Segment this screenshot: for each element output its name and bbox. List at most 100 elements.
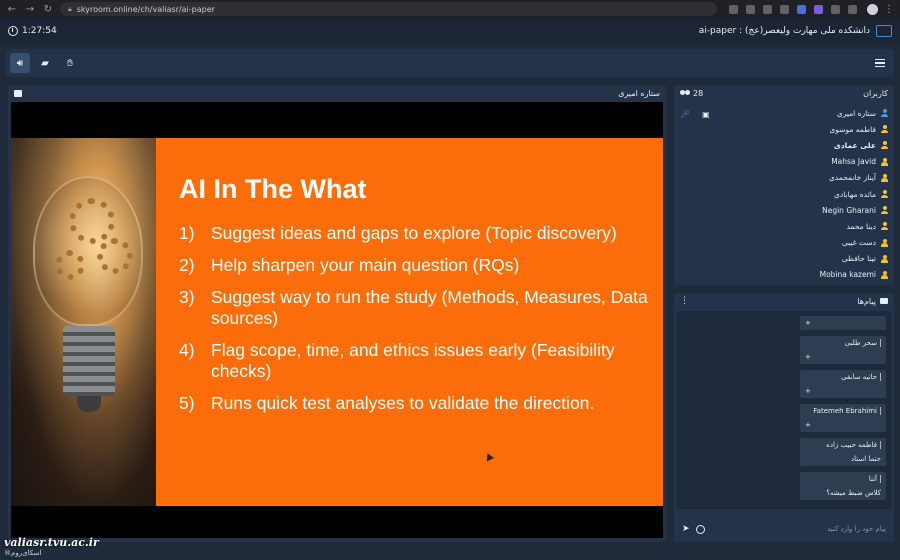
item-number: 3) bbox=[179, 287, 195, 307]
user-item[interactable]: Mahsa Javid bbox=[738, 154, 888, 170]
item-text: Runs quick test analyses to validate the… bbox=[211, 393, 595, 413]
profile-avatar[interactable] bbox=[867, 3, 878, 15]
item-text: Suggest ideas and gaps to explore (Topic… bbox=[211, 223, 617, 243]
timer-value: 1:27:54 bbox=[22, 26, 57, 36]
lightbulb-gears-image bbox=[11, 138, 156, 506]
reload-icon[interactable]: ↻ bbox=[43, 3, 53, 15]
share-icon[interactable] bbox=[763, 4, 772, 14]
item-number: 4) bbox=[179, 340, 195, 360]
user-item[interactable]: Mobina kazemi bbox=[738, 267, 888, 283]
user-name: Negin Gharani bbox=[822, 205, 876, 215]
extension-icon[interactable] bbox=[814, 4, 823, 14]
user-name: فاطمه موسوی bbox=[829, 124, 876, 134]
folder-icon: ▰ bbox=[41, 57, 49, 69]
user-item[interactable]: آیناز خانمحمدی bbox=[738, 170, 888, 186]
item-number: 5) bbox=[179, 393, 195, 413]
chat-bubble-icon bbox=[880, 298, 888, 304]
browser-chrome: ← → ↻ 🔒︎ skyroom.online/ch/valiasr/ai-pa… bbox=[0, 0, 900, 18]
user-item[interactable]: علی عمادی bbox=[738, 137, 888, 153]
url-text: skyroom.online/ch/valiasr/ai-paper bbox=[76, 4, 215, 14]
back-icon[interactable]: ← bbox=[7, 3, 17, 15]
chat-message: سحر طلبی + bbox=[800, 336, 886, 364]
reaction-plus[interactable]: + bbox=[805, 421, 811, 429]
item-number: 2) bbox=[179, 255, 195, 275]
reaction-plus[interactable]: + bbox=[805, 387, 811, 395]
message-sender: Fatemeh Ebrahimi bbox=[805, 407, 881, 415]
list-item: 1) Suggest ideas and gaps to explore (Top… bbox=[179, 223, 649, 244]
extension-icon[interactable] bbox=[797, 4, 806, 14]
shared-screen: AI In The What 1)Suggest ideas and gaps … bbox=[11, 102, 663, 538]
item-number: 1) bbox=[179, 223, 195, 243]
microphone-icon[interactable]: 🎤︎ bbox=[680, 110, 691, 119]
slide: AI In The What 1)Suggest ideas and gaps … bbox=[11, 138, 663, 506]
message-sender: آتنا bbox=[805, 475, 881, 483]
emoji-icon[interactable] bbox=[695, 524, 705, 534]
user-item[interactable]: ستاره امیری bbox=[738, 105, 888, 121]
user-name: Mahsa Javid bbox=[831, 157, 876, 167]
user-list: ستاره امیری فاطمه موسوی علی عمادی Mahsa … bbox=[738, 105, 888, 283]
item-text: Help sharpen your main question (RQs) bbox=[211, 255, 520, 275]
message-list: + سحر طلبی + حانیه سابقی + Fatemeh Ebrah… bbox=[677, 311, 891, 509]
sidebar-icon[interactable] bbox=[848, 4, 857, 14]
presenter-name: ستاره امیری bbox=[618, 88, 660, 98]
user-name: Mobina kazemi bbox=[819, 270, 876, 280]
list-item: 5) Runs quick test analyses to validate t… bbox=[179, 393, 649, 414]
brand-label: اسکای‌روم® bbox=[4, 549, 42, 557]
user-count: 28 bbox=[693, 88, 704, 98]
university-logo bbox=[876, 25, 892, 37]
address-bar[interactable]: 🔒︎ skyroom.online/ch/valiasr/ai-paper bbox=[60, 2, 717, 16]
item-text: Suggest way to run the study (Methods, M… bbox=[211, 287, 648, 328]
main-menu-button[interactable] bbox=[870, 53, 890, 73]
hand-raise-icon: ✋︎ bbox=[67, 57, 73, 69]
user-item[interactable]: دینا محمد bbox=[738, 218, 888, 234]
user-icon bbox=[881, 109, 888, 118]
reaction-plus[interactable]: + bbox=[805, 353, 811, 361]
user-item[interactable]: دست غیبی bbox=[738, 235, 888, 251]
user-icon bbox=[881, 173, 888, 182]
user-icon bbox=[881, 222, 888, 231]
user-icon bbox=[881, 125, 888, 134]
presenter-panel: ستاره امیری AI In The What 1)Suggest ide… bbox=[8, 85, 666, 542]
screen-icon[interactable]: ▣ bbox=[702, 110, 710, 119]
list-item: 3) Suggest way to run the study (Methods,… bbox=[179, 287, 649, 329]
forward-icon[interactable]: → bbox=[25, 3, 35, 15]
message-body: حتما استاد bbox=[850, 455, 881, 463]
hamburger-menu-icon bbox=[875, 59, 885, 67]
list-item: 2) Help sharpen your main question (RQs) bbox=[179, 255, 649, 276]
user-name: دینا محمد bbox=[846, 221, 877, 231]
chat-options-icon[interactable]: ⋮ bbox=[680, 296, 689, 306]
user-item[interactable]: تینا حافظی bbox=[738, 251, 888, 267]
reaction-plus[interactable]: + bbox=[805, 319, 811, 327]
menu-dots-icon[interactable]: ⋮ bbox=[884, 3, 894, 15]
user-item[interactable]: فاطمه موسوی bbox=[738, 121, 888, 137]
raise-hand-button[interactable]: ✋︎ bbox=[60, 53, 80, 73]
users-panel: 28 کاربران 🎤︎ ▣ ستاره امیری فاطمه موسوی … bbox=[674, 85, 894, 285]
list-item: 4)Flag scope, time, and ethics issues ea… bbox=[179, 340, 649, 382]
speaker-icon: 🔊︎ bbox=[16, 57, 24, 69]
room-title: دانشکده ملی مهارت ولیعصر(عج) : ai-paper bbox=[698, 26, 870, 36]
chat-message: حانیه سابقی + bbox=[800, 370, 886, 398]
user-icon bbox=[881, 141, 888, 150]
zoom-icon[interactable] bbox=[746, 4, 755, 14]
message-sender: حانیه سابقی bbox=[805, 373, 881, 381]
room-header: 1:27:54 دانشکده ملی مهارت ولیعصر(عج) : a… bbox=[0, 18, 900, 44]
speaker-button[interactable]: 🔊︎ bbox=[10, 53, 30, 73]
user-icon bbox=[881, 270, 888, 279]
user-name: تینا حافظی bbox=[841, 254, 876, 264]
slide-content: AI In The What 1)Suggest ideas and gaps … bbox=[179, 174, 649, 425]
user-item[interactable]: مائده مهابادی bbox=[738, 186, 888, 202]
message-input[interactable] bbox=[710, 525, 886, 533]
chat-message: فاطمه حبیب زاده حتما استاد bbox=[800, 438, 886, 466]
send-icon[interactable]: ➤ bbox=[682, 524, 690, 534]
bookmark-star-icon[interactable] bbox=[780, 4, 789, 14]
chat-title: پیام‌ها bbox=[857, 296, 876, 306]
translate-icon[interactable] bbox=[729, 4, 738, 14]
user-name: مائده مهابادی bbox=[834, 189, 876, 199]
puzzle-icon[interactable] bbox=[831, 4, 840, 14]
lock-icon: 🔒︎ bbox=[68, 4, 72, 13]
user-item[interactable]: Negin Gharani bbox=[738, 202, 888, 218]
chat-panel: ⋮ پیام‌ها + سحر طلبی + حانیه سابقی + Fat… bbox=[674, 293, 894, 542]
screen-share-icon[interactable] bbox=[14, 89, 22, 97]
user-name: آیناز خانمحمدی bbox=[828, 173, 876, 183]
files-button[interactable]: ▰ bbox=[35, 53, 55, 73]
